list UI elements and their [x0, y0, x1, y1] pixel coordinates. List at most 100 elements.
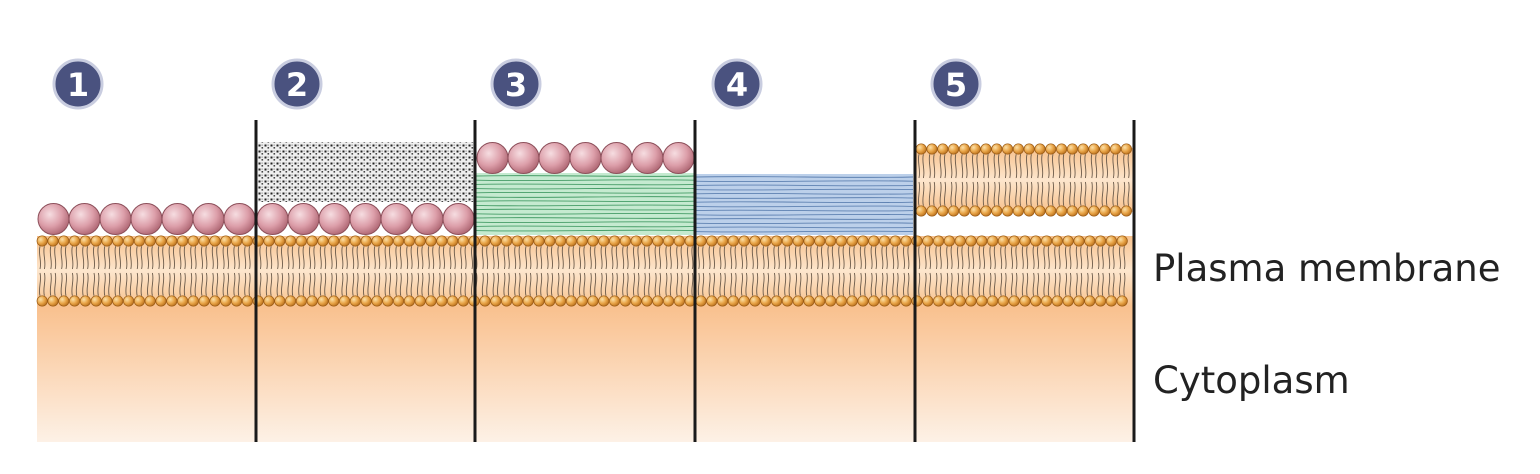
lipid-top-head	[231, 235, 243, 247]
lipid-bottom-head	[889, 295, 901, 307]
lipid-bottom-head	[166, 295, 178, 307]
lipid-top-head	[695, 235, 707, 247]
lipid-top-head	[619, 235, 631, 247]
lipid-bottom-head	[673, 295, 685, 307]
lipid-top-head	[922, 235, 934, 247]
lipid-top-head	[1116, 235, 1128, 247]
lipid-bottom-head	[306, 295, 318, 307]
panel-5-lipid-top-head	[958, 143, 970, 155]
lipid-bottom-head	[1008, 295, 1020, 307]
lipid-top-head	[306, 235, 318, 247]
cytoplasm-label: Cytoplasm	[1153, 359, 1350, 402]
protein-beads	[37, 142, 695, 235]
lipid-bottom-head	[317, 295, 329, 307]
lipid-top-head	[814, 235, 826, 247]
lipid-bottom-head	[976, 295, 988, 307]
lipid-top-head	[1030, 235, 1042, 247]
lipid-top-head	[58, 235, 70, 247]
lipid-bottom-head	[1062, 295, 1074, 307]
lipid-top-head	[533, 235, 545, 247]
panel-2-granular-layer	[258, 142, 474, 202]
lipid-bottom-head	[641, 295, 653, 307]
panel-1-protein-bead	[99, 203, 132, 235]
lipid-bottom-head	[339, 295, 351, 307]
panel-5-lipid-bottom-head	[948, 205, 960, 217]
lipid-bottom-head	[1084, 295, 1096, 307]
panel-3-protein-bead	[476, 142, 509, 174]
lipid-bottom-head	[911, 295, 923, 307]
lipid-bottom-head	[457, 295, 469, 307]
panel-5-lipid-bottom-head	[958, 205, 970, 217]
lipid-bottom-head	[997, 295, 1009, 307]
panel-3-protein-bead	[600, 142, 633, 174]
lipid-top-head	[349, 235, 361, 247]
lipid-top-head	[285, 235, 297, 247]
lipid-bottom-head	[663, 295, 675, 307]
lipid-top-head	[673, 235, 685, 247]
panel-2-protein-bead	[349, 203, 382, 235]
panel-1-protein-bead	[223, 203, 256, 235]
lipid-top-head	[565, 235, 577, 247]
panel-5-number: 5	[945, 66, 967, 104]
panel-5-lipid-bottom-head	[926, 205, 938, 217]
lipid-top-head	[663, 235, 675, 247]
panel-5-lipid-top-head	[1088, 143, 1100, 155]
lipid-top-head	[447, 235, 459, 247]
lipid-bottom-head	[857, 295, 869, 307]
panel-1-protein-bead	[68, 203, 101, 235]
lipid-top-head	[1105, 235, 1117, 247]
lipid-bottom-head	[1073, 295, 1085, 307]
lipid-bottom-head	[598, 295, 610, 307]
lipid-bottom-head	[263, 295, 275, 307]
panel-3-protein-bead	[631, 142, 664, 174]
lipid-bottom-head	[771, 295, 783, 307]
panel-2-protein-bead	[380, 203, 413, 235]
panel-2-protein-bead	[287, 203, 320, 235]
lipid-top-head	[1095, 235, 1107, 247]
panel-5-lipid-top-head	[926, 143, 938, 155]
lipid-top-head	[1041, 235, 1053, 247]
lipid-bottom-head	[533, 295, 545, 307]
lipid-top-head	[198, 235, 210, 247]
panel-3-badge: 3	[490, 58, 542, 110]
lipid-bottom-head	[198, 295, 210, 307]
lipid-bottom-head	[1051, 295, 1063, 307]
lipid-top-head	[576, 235, 588, 247]
cytoplasm-region	[37, 305, 1133, 442]
lipid-top-head	[382, 235, 394, 247]
lipid-bottom-head	[414, 295, 426, 307]
panel-5-lipid-bottom-head	[1023, 205, 1035, 217]
lipid-bottom-head	[1116, 295, 1128, 307]
lipid-top-head	[641, 235, 653, 247]
lipid-top-head	[879, 235, 891, 247]
lipid-bottom-head	[760, 295, 772, 307]
panel-1-protein-bead	[130, 203, 163, 235]
lipid-top-head	[587, 235, 599, 247]
lipid-top-head	[490, 235, 502, 247]
panel-5-lipid-bottom-head	[1088, 205, 1100, 217]
lipid-top-head	[101, 235, 113, 247]
lipid-top-head	[177, 235, 189, 247]
lipid-bottom-head	[177, 295, 189, 307]
lipid-top-head	[133, 235, 145, 247]
lipid-top-head	[835, 235, 847, 247]
lipid-bottom-head	[436, 295, 448, 307]
lipid-top-head	[393, 235, 405, 247]
panel-5-lipid-top-head	[1023, 143, 1035, 155]
panel-4-number: 4	[726, 66, 748, 104]
panel-2-badge: 2	[271, 58, 323, 110]
lipid-top-head	[976, 235, 988, 247]
lipid-bottom-head	[522, 295, 534, 307]
lipid-bottom-head	[36, 295, 48, 307]
lipid-bottom-head	[868, 295, 880, 307]
lipid-top-head	[1051, 235, 1063, 247]
lipid-top-head	[403, 235, 415, 247]
panel-5-lipid-bottom-head	[1012, 205, 1024, 217]
panel-5-lipid-top-head	[1045, 143, 1057, 155]
panel-1-protein-bead	[192, 203, 225, 235]
panel-5-lipid-top-head	[937, 143, 949, 155]
panel-5-lipid-top-head	[991, 143, 1003, 155]
lipid-top-head	[123, 235, 135, 247]
plasma-membrane	[37, 236, 1133, 306]
